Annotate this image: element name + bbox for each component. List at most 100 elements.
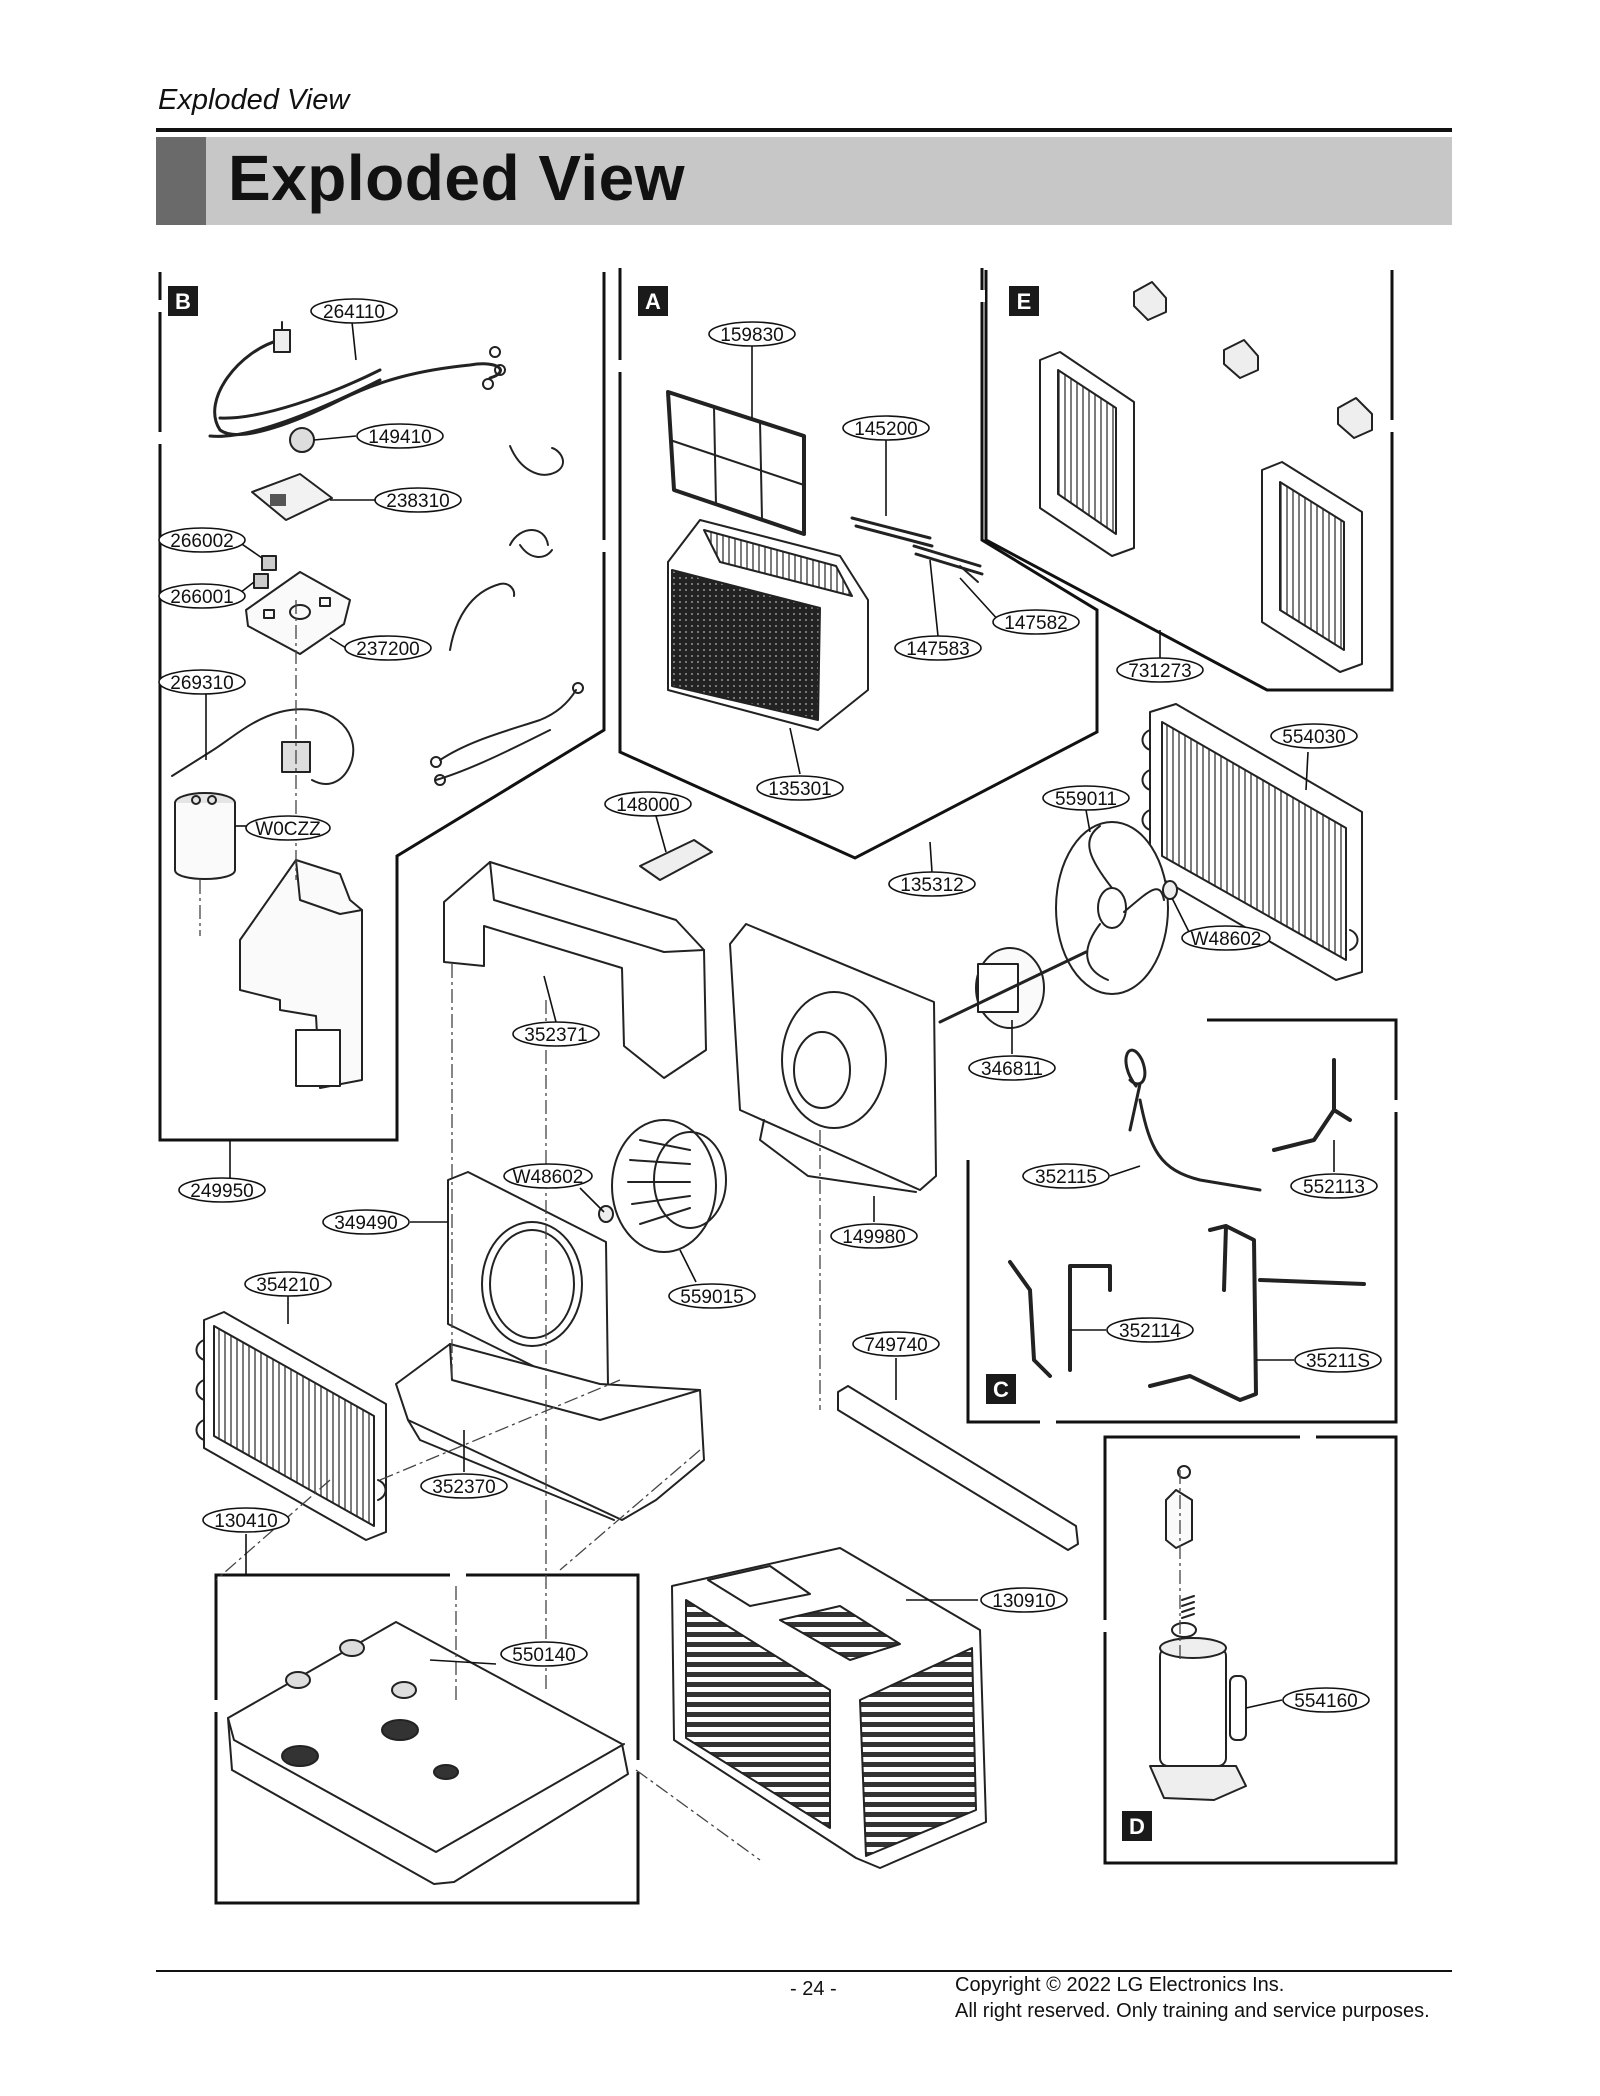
label-266002: 266002 <box>170 531 233 552</box>
frame-b <box>158 272 606 1142</box>
pipe-552113-drawing <box>1272 1058 1352 1152</box>
label-249950: 249950 <box>190 1181 253 1202</box>
label-145200: 145200 <box>854 419 917 440</box>
wire-harnesses-drawing <box>430 445 584 786</box>
fan-nut-w48602-drawing <box>1162 880 1178 900</box>
section-frames <box>158 268 1398 1905</box>
fan-shroud-drawing <box>729 923 937 1193</box>
section-badge-a: A <box>645 289 661 314</box>
evaporator-coil-drawing <box>195 1311 387 1541</box>
label-352114: 352114 <box>1119 1321 1181 1342</box>
guide-148000-drawing <box>639 839 713 881</box>
label-238310: 238310 <box>386 491 449 512</box>
control-housing-drawing <box>239 859 363 1089</box>
label-266001: 266001 <box>170 587 233 608</box>
section-badges: B A E C D <box>168 286 1152 1841</box>
label-346811: 346811 <box>981 1059 1043 1080</box>
label-352370: 352370 <box>432 1477 495 1498</box>
label-237200: 237200 <box>356 639 419 660</box>
frame-base <box>214 1573 640 1905</box>
orifice-plate-drawing <box>447 1171 609 1395</box>
section-badge-b: B <box>175 289 191 314</box>
louver-blades-drawing <box>850 516 984 583</box>
copyright-line-1: Copyright © 2022 LG Electronics Ins. <box>955 1974 1285 1996</box>
control-box-drawing <box>245 571 351 655</box>
label-554160: 554160 <box>1294 1691 1357 1712</box>
label-731273: 731273 <box>1128 661 1191 682</box>
section-badge-e: E <box>1017 289 1032 314</box>
label-135312: 135312 <box>900 875 963 896</box>
label-354210: 354210 <box>256 1275 319 1296</box>
label-559011: 559011 <box>1055 789 1117 810</box>
label-w48602-fan: W48602 <box>1191 929 1262 950</box>
condenser-fan-drawing <box>1055 821 1169 995</box>
drain-pan-drawing <box>395 1343 705 1521</box>
switch-266002-drawing <box>261 555 277 571</box>
label-148000: 148000 <box>616 795 679 816</box>
compressor-drawing <box>1149 1465 1247 1801</box>
label-149410: 149410 <box>368 427 431 448</box>
air-filter-drawing <box>666 390 806 536</box>
frame-d <box>1103 1435 1398 1865</box>
page-number: - 24 - <box>790 1978 837 2000</box>
label-35211s: 35211S <box>1306 1351 1370 1372</box>
capillary-tube-drawing <box>1124 1048 1262 1192</box>
callout-leaders <box>205 321 1335 1709</box>
condenser-coil-drawing <box>1141 703 1363 981</box>
section-title: Exploded View <box>228 142 685 214</box>
side-curtain-right-drawing <box>1261 461 1363 673</box>
callout-ovals <box>158 298 1382 1713</box>
label-352371: 352371 <box>524 1025 587 1046</box>
label-552113: 552113 <box>1303 1177 1365 1198</box>
frame-e <box>984 270 1394 692</box>
control-board-drawing <box>251 473 333 521</box>
mounting-brackets-drawing <box>1133 281 1373 439</box>
frame-a <box>618 268 1099 860</box>
label-135301: 135301 <box>768 779 831 800</box>
front-grille-drawing <box>667 519 869 731</box>
label-w0czz: W0CZZ <box>255 819 321 840</box>
running-title: Exploded View <box>158 84 350 116</box>
blower-wheel-drawing <box>611 1119 727 1253</box>
label-147583: 147583 <box>906 639 969 660</box>
label-130410: 130410 <box>214 1511 277 1532</box>
base-pan-drawing <box>227 1621 629 1885</box>
label-147582: 147582 <box>1004 613 1067 634</box>
power-cord-drawing <box>208 321 506 438</box>
part-callouts: 264110 149410 238310 266002 266001 23720… <box>158 298 1382 1713</box>
cabinet-drawing <box>671 1547 987 1869</box>
side-curtain-left-drawing <box>1039 351 1135 557</box>
switch-266001-drawing <box>253 573 269 589</box>
label-269310: 269310 <box>170 673 233 694</box>
label-352115: 352115 <box>1035 1167 1097 1188</box>
thermistor-drawing <box>171 708 355 785</box>
knob-drawing <box>289 427 315 453</box>
pipe-352114-drawing <box>1008 1260 1112 1378</box>
section-badge-d: D <box>1129 1814 1145 1839</box>
label-749740: 749740 <box>864 1335 927 1356</box>
label-554030: 554030 <box>1282 727 1345 748</box>
fan-motor-drawing <box>938 947 1088 1029</box>
frame-c <box>966 1018 1398 1424</box>
copyright-notice: Copyright © 2022 LG Electronics Ins. All… <box>955 1972 1430 2024</box>
callout-labels: 264110 149410 238310 266002 266001 23720… <box>170 302 1370 1712</box>
air-guide-upper-drawing <box>443 861 707 1079</box>
copyright-line-2: All right reserved. Only training and se… <box>955 2000 1430 2022</box>
label-149980: 149980 <box>842 1227 905 1248</box>
pipe-35211s-drawing <box>1148 1224 1366 1402</box>
header-rule <box>156 128 1452 132</box>
section-banner: Exploded View <box>156 137 1452 225</box>
section-badge-c: C <box>993 1377 1009 1402</box>
label-130910: 130910 <box>992 1591 1055 1612</box>
label-264110: 264110 <box>323 302 385 323</box>
label-349490: 349490 <box>334 1213 397 1234</box>
label-559015: 559015 <box>680 1287 743 1308</box>
frame-breaks <box>157 265 1399 1772</box>
label-w48602-blower: W48602 <box>513 1167 584 1188</box>
support-rail-drawing <box>837 1385 1079 1551</box>
banner-accent-block <box>156 137 206 225</box>
label-159830: 159830 <box>720 325 783 346</box>
footer-rule <box>156 1970 1452 1972</box>
capacitor-drawing <box>174 792 236 880</box>
